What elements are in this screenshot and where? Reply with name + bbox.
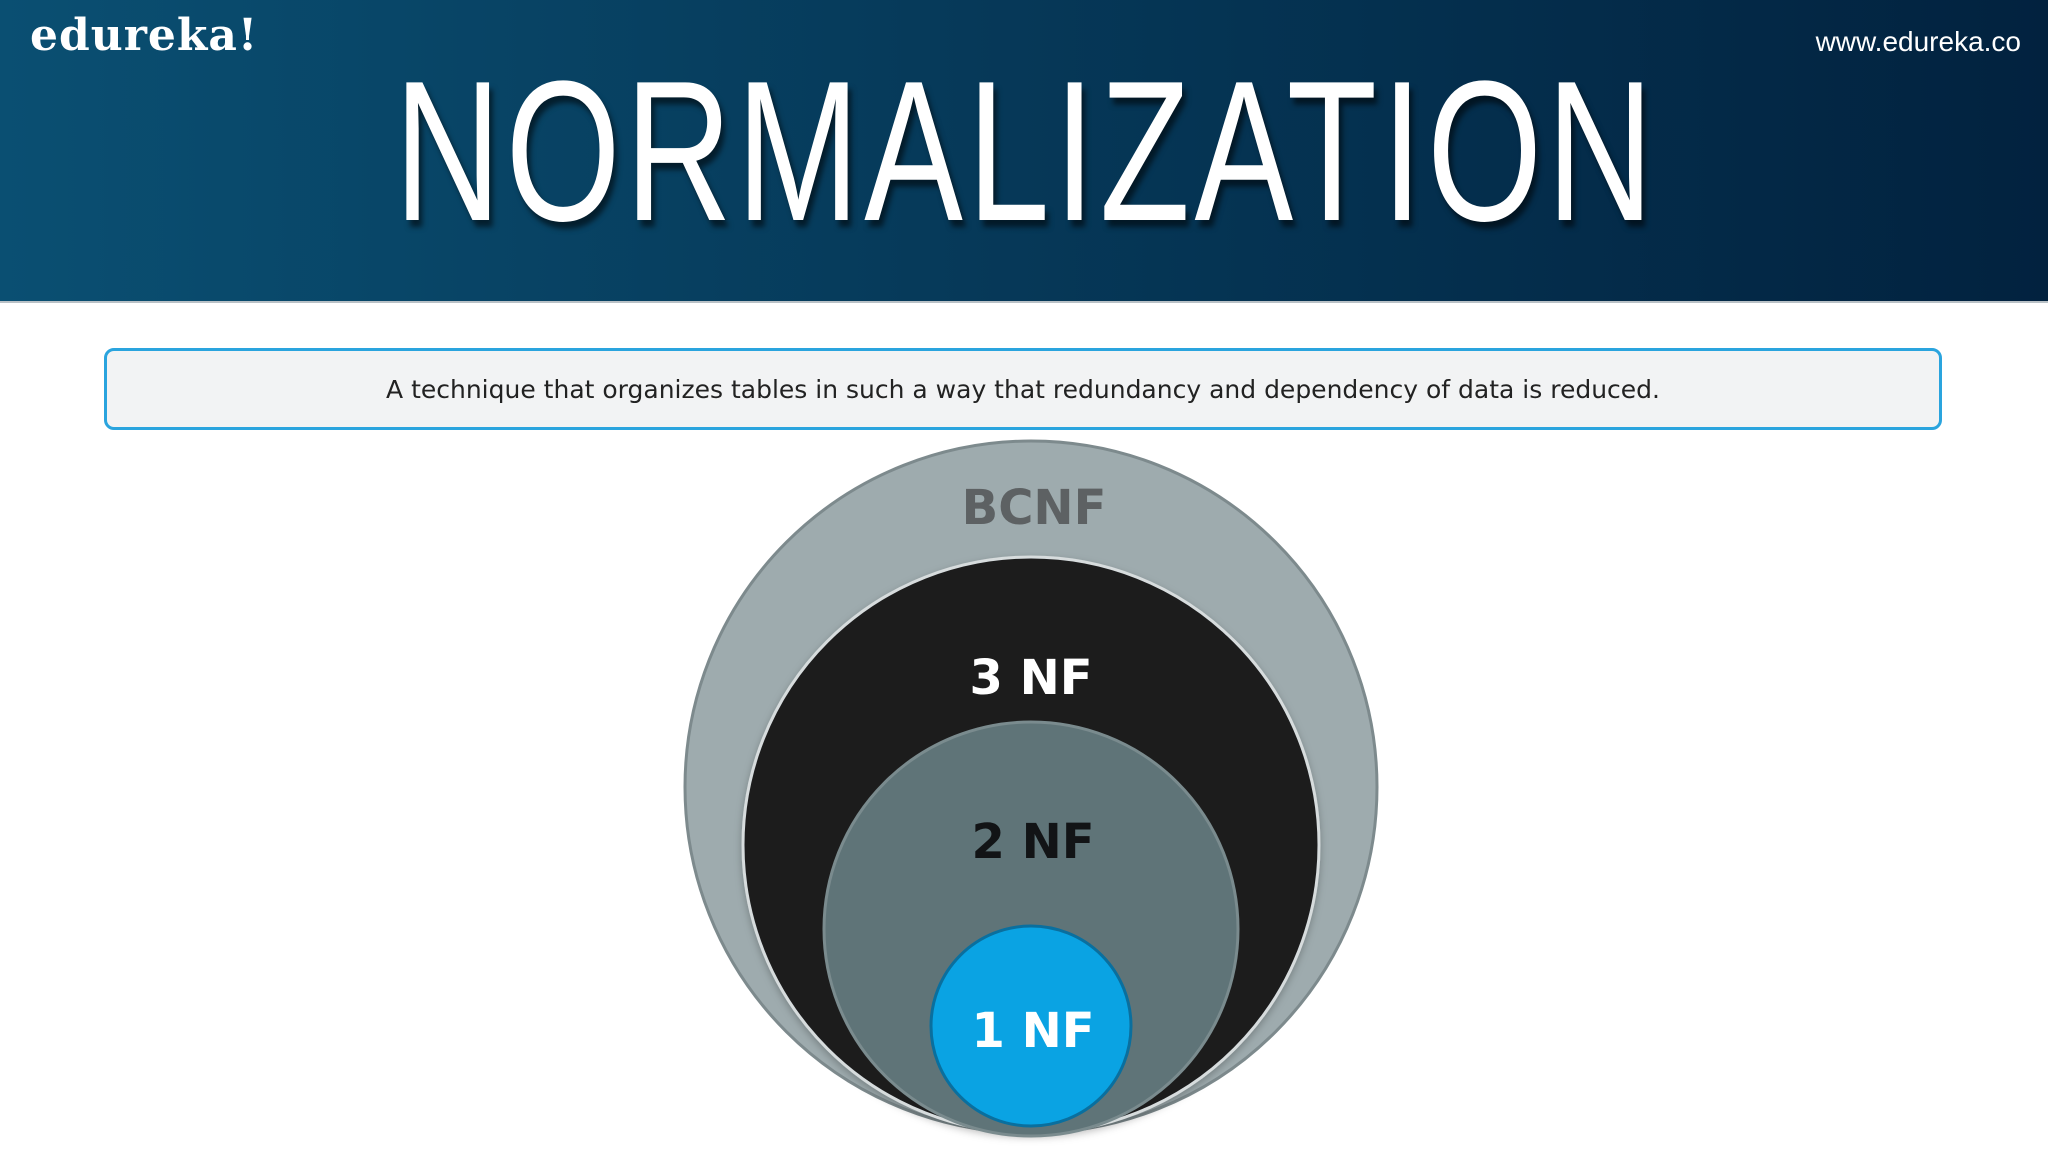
3nf-label: 3 NF (969, 650, 1092, 706)
1nf-circle (929, 924, 1133, 1128)
bcnf-label: BCNF (962, 480, 1107, 536)
edureka-logo: edureka! (30, 10, 259, 61)
definition-box: A technique that organizes tables in suc… (104, 348, 1942, 430)
site-url: www.edureka.co (1815, 26, 2021, 57)
1nf-label: 1 NF (971, 1003, 1094, 1059)
2nf-label: 2 NF (971, 814, 1094, 870)
header-banner: edureka! www.edureka.co NORMALIZATION (0, 0, 2048, 303)
definition-text: A technique that organizes tables in suc… (386, 374, 1660, 404)
page-title: NORMALIZATION (394, 40, 1658, 263)
